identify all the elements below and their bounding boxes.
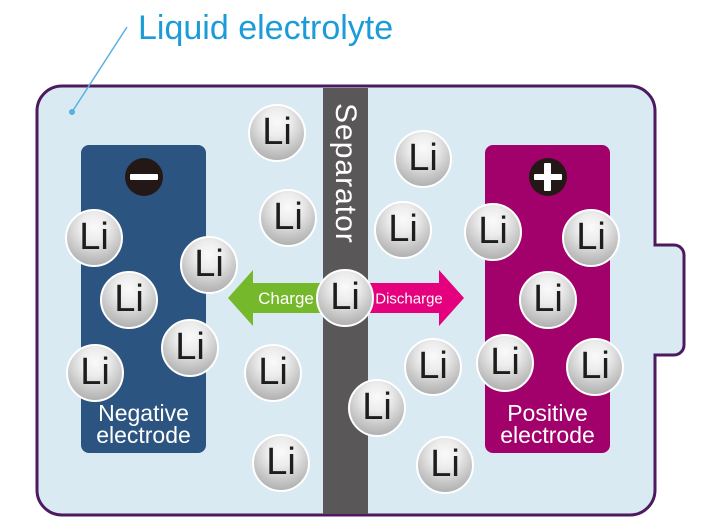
charge-label: Charge <box>258 289 314 308</box>
liquid-electrolyte-label: Liquid electrolyte <box>138 9 394 47</box>
positive-electrode-label: Positive electrode <box>485 400 610 448</box>
positive-label-line1: Positive <box>507 400 588 426</box>
li-ion-center: Li <box>316 269 374 327</box>
separator-label: Separator <box>329 103 362 244</box>
negative-electrode-label: Negative electrode <box>81 400 206 448</box>
negative-label-line1: Negative <box>98 400 189 426</box>
positive-electrode: Positive electrode <box>485 145 610 453</box>
leader-line <box>71 26 128 113</box>
li-label: Li <box>330 275 360 318</box>
positive-label-line2: electrode <box>500 422 595 448</box>
plus-icon <box>528 158 567 196</box>
discharge-label: Discharge <box>375 290 443 308</box>
negative-label-line2: electrode <box>96 422 191 448</box>
negative-electrode: Negative electrode <box>81 145 206 453</box>
leader-dot <box>69 109 75 115</box>
minus-icon <box>124 158 163 196</box>
